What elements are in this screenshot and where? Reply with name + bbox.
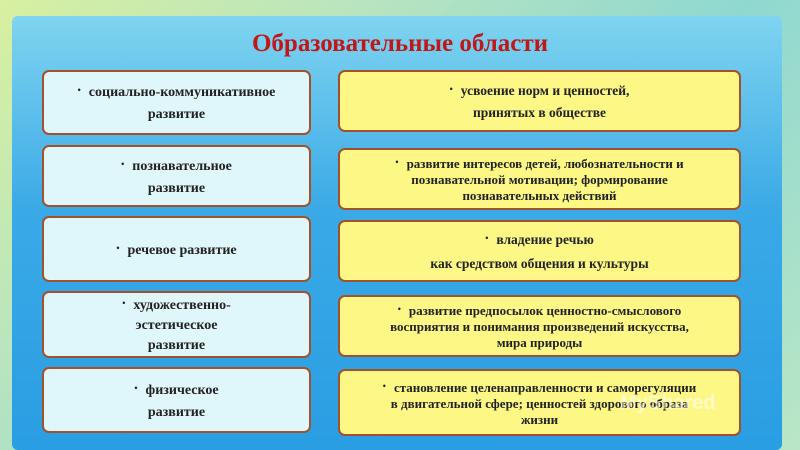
goal-box-physical: •становление целенаправленности и саморе…	[338, 369, 741, 436]
area-box-physical: •физическое развитие	[42, 367, 311, 433]
bullet-icon: •	[134, 382, 138, 393]
bullet-icon: •	[382, 380, 386, 391]
goal-line: •становление целенаправленности и саморе…	[382, 379, 697, 395]
area-box-social: •социально-коммуникативное развитие	[42, 70, 311, 135]
goal-box-speech: •владение речью как средством общения и …	[338, 220, 741, 282]
area-line: развитие	[147, 404, 206, 420]
goal-line: •усвоение норм и ценностей,	[449, 83, 630, 98]
slide-title: Образовательные области	[251, 30, 549, 57]
area-line: •социально-коммуникативное	[77, 85, 276, 100]
area-line: развитие	[147, 338, 206, 353]
area-box-art: •художественно- эстетическое развитие	[42, 291, 311, 358]
area-line: •речевое развитие	[116, 242, 237, 258]
goal-line: •владение речью	[485, 232, 594, 247]
goal-line: в двигательной сфере; ценностей здоровог…	[390, 395, 689, 411]
goal-line: жизни	[520, 411, 559, 427]
area-line: •физическое	[134, 382, 219, 398]
goal-line: восприятия и понимания произведений иску…	[390, 319, 689, 334]
goal-line: познавательных действий	[462, 188, 617, 203]
area-line: развитие	[147, 180, 206, 196]
goal-line: принятых в обществе	[472, 105, 607, 120]
bullet-icon: •	[449, 84, 453, 94]
bullet-icon: •	[485, 233, 489, 243]
bullet-icon: •	[397, 304, 401, 314]
bullet-icon: •	[77, 85, 81, 95]
goal-box-interests: •развитие интересов детей, любознательно…	[338, 148, 741, 210]
goal-line: познавательной мотивации; формирование	[411, 172, 668, 187]
area-line: •познавательное	[121, 158, 232, 174]
area-box-cognitive: •познавательное развитие	[42, 145, 311, 207]
goal-line: как средством общения и культуры	[430, 256, 649, 271]
bullet-icon: •	[116, 242, 120, 253]
bullet-icon: •	[121, 158, 125, 169]
bullet-icon: •	[122, 298, 126, 308]
bullet-icon: •	[395, 157, 399, 167]
area-line: эстетическое	[135, 318, 218, 333]
area-box-speech: •речевое развитие	[42, 216, 311, 282]
goal-line: •развитие предпосылок ценностно-смыслово…	[397, 303, 682, 318]
goal-box-art: •развитие предпосылок ценностно-смыслово…	[338, 295, 741, 357]
goal-line: •развитие интересов детей, любознательно…	[395, 156, 684, 171]
area-line: •художественно-	[122, 298, 231, 313]
goal-line: мира природы	[496, 335, 583, 350]
watermark-logo: MyShared	[620, 392, 716, 414]
goal-box-norms: •усвоение норм и ценностей, принятых в о…	[338, 70, 741, 132]
area-line: развитие	[147, 107, 206, 122]
